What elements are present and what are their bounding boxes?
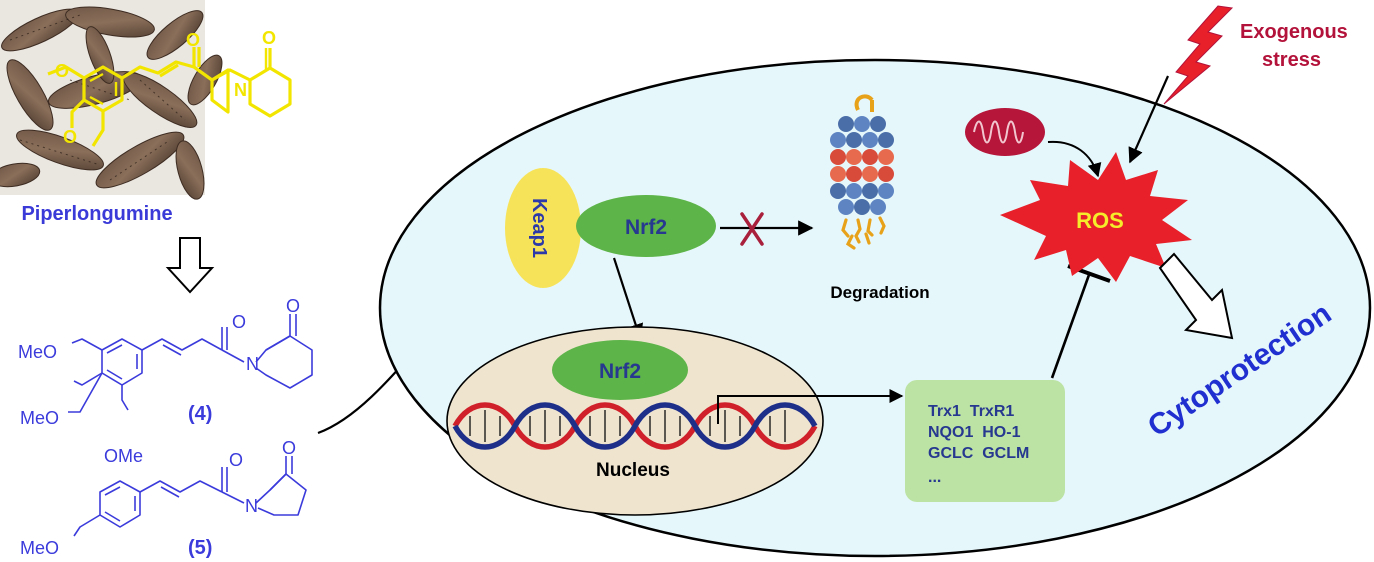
nrf2-nucleus-label: Nrf2: [599, 360, 641, 383]
yellow-o-label: O: [186, 30, 200, 50]
keap1-oval: [505, 168, 581, 288]
svg-text:N: N: [246, 354, 259, 374]
stress-to-ros-arrow: [1128, 75, 1170, 164]
cytoprotection-arrow: [1158, 252, 1234, 340]
proteasome-icon: [830, 94, 894, 250]
svg-text:N: N: [245, 496, 258, 516]
block-x-icon: [740, 212, 764, 246]
svg-text:O: O: [232, 312, 246, 332]
nucleus-label: Nucleus: [596, 460, 670, 481]
mito-to-ros-arrow: [1047, 140, 1102, 178]
analog-4-labels: O O N MeO MeO OMe (4): [18, 296, 300, 466]
compound-name-label: Piperlongumine: [21, 203, 172, 225]
svg-text:OMe: OMe: [104, 446, 143, 466]
ros-inhibition-line: [1050, 271, 1092, 379]
gene-line-2: NQO1 HO-1: [928, 424, 1021, 441]
nrf2-cytoplasm-label: Nrf2: [625, 216, 667, 239]
transcription-arrow: [717, 389, 904, 424]
nrf2-cytoplasm-oval: [576, 195, 716, 257]
target-gene-box: [905, 380, 1065, 502]
yellow-n-label: N: [234, 80, 247, 100]
svg-text:MeO: MeO: [20, 538, 59, 558]
degradation-label: Degradation: [830, 283, 929, 302]
ros-label: ROS: [1076, 208, 1124, 233]
ros-starburst: [1000, 152, 1192, 282]
derivation-arrow: [165, 237, 215, 294]
yellow-o-label: O: [55, 61, 69, 81]
gene-line-1: Trx1 TrxR1: [928, 403, 1014, 420]
analog-5-number: (5): [188, 537, 212, 559]
svg-text:MeO: MeO: [18, 342, 57, 362]
svg-text:O: O: [229, 450, 243, 470]
long-pepper-photo: O O O: [0, 0, 230, 200]
nrf2-translocation-arrow: [612, 257, 644, 340]
analog-4-structure: [71, 314, 313, 411]
keap1-label: Keap1: [528, 198, 550, 258]
exogenous-stress-line-2: stress: [1262, 49, 1321, 71]
nrf2-nucleus-oval: [552, 340, 688, 400]
dna-helix-icon: [452, 402, 818, 450]
gene-line-3: GCLC GCLM: [928, 445, 1029, 462]
svg-text:O: O: [286, 296, 300, 316]
analog-4-number: (4): [188, 403, 212, 425]
mitochondrion-icon: [965, 108, 1045, 156]
piperlongumine-ring-extension: [193, 48, 292, 118]
svg-text:MeO: MeO: [20, 408, 59, 428]
yellow-o-label: O: [262, 28, 276, 48]
gene-line-4: ...: [928, 469, 941, 486]
analog-4-lower-bonds: [68, 372, 103, 413]
analog-5-labels: O O N MeO (5): [20, 438, 296, 559]
svg-text:O: O: [282, 438, 296, 458]
analog-5-structure: [73, 456, 307, 537]
lightning-bolt-icon: [1163, 5, 1234, 105]
yellow-o-label: O: [63, 127, 77, 147]
exogenous-stress-line-1: Exogenous: [1240, 21, 1348, 43]
